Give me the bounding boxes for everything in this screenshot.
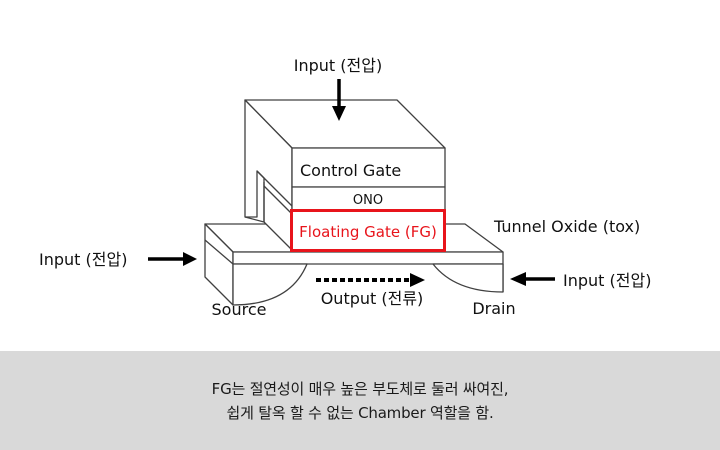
label-input-top: Input (전압) xyxy=(294,56,382,75)
flash-cell-diagram: Input (전압) Control Gate ONO Floating Gat… xyxy=(39,56,651,319)
drain-region xyxy=(432,263,504,293)
gate-left-step-line xyxy=(256,170,293,207)
label-ono: ONO xyxy=(353,193,383,208)
label-tunnel-oxide: Tunnel Oxide (tox) xyxy=(493,217,640,236)
arrow-input-right-head xyxy=(510,272,526,286)
label-floating-gate: Floating Gate (FG) xyxy=(299,223,437,241)
label-output: Output (전류) xyxy=(321,289,424,308)
arrow-input-left-head xyxy=(183,252,197,266)
caption-line-2: 쉽게 탈옥 할 수 없는 Chamber 역할을 함. xyxy=(226,403,494,422)
floating-gate-layer xyxy=(290,209,446,252)
label-input-left: Input (전압) xyxy=(39,250,127,269)
arrow-input-top-head xyxy=(332,106,346,121)
label-source: Source xyxy=(212,300,267,319)
tunnel-oxide-layer xyxy=(232,251,504,265)
caption-band: FG는 절연성이 매우 높은 부도체로 둘러 싸여진, 쉽게 탈옥 할 수 없는… xyxy=(0,351,720,450)
caption-line-1: FG는 절연성이 매우 높은 부도체로 둘러 싸여진, xyxy=(211,379,509,398)
label-control-gate: Control Gate xyxy=(300,161,401,180)
label-drain: Drain xyxy=(472,299,515,318)
gate-left-base xyxy=(244,216,265,223)
label-input-right: Input (전압) xyxy=(563,271,651,290)
source-region xyxy=(232,263,308,306)
substrate-left-layer-line xyxy=(204,239,234,265)
arrow-output-head xyxy=(410,273,425,287)
control-gate-layer xyxy=(291,147,446,188)
gate-left-step-line-2 xyxy=(263,185,293,215)
